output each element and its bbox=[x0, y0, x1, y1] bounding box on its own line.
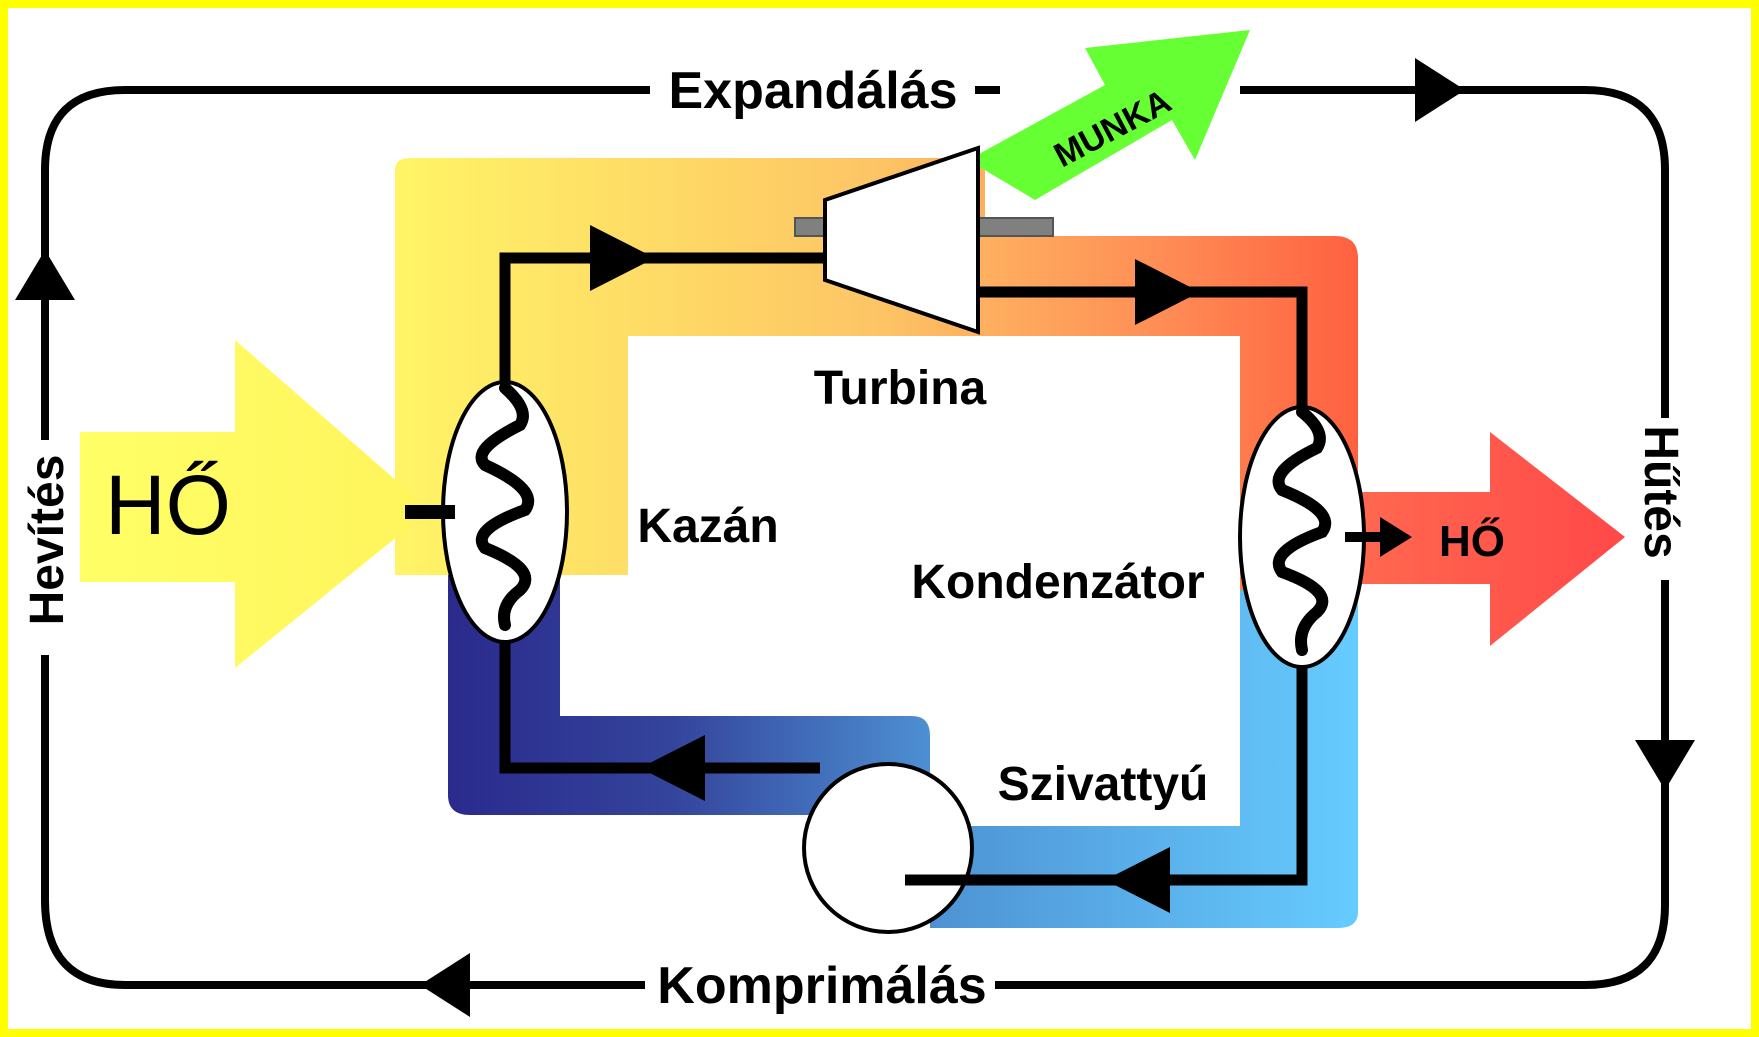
outer-loop-bottom-right bbox=[995, 580, 1669, 989]
boiler-label: Kazán bbox=[637, 500, 778, 553]
cold-working-fluid-band bbox=[448, 575, 1358, 928]
line-pump-to-boiler bbox=[499, 640, 820, 774]
heat-input-arrow bbox=[80, 340, 430, 668]
arrow-compression-left bbox=[420, 953, 470, 1017]
outer-loop-top-right bbox=[1240, 86, 1669, 418]
turbine-icon bbox=[823, 145, 980, 335]
heating-label: Hevítés bbox=[21, 455, 74, 626]
arrow-heating-up bbox=[15, 250, 75, 300]
outer-loop-top-left bbox=[41, 86, 650, 440]
arrow-to-condenser bbox=[1135, 259, 1200, 325]
line-turbine-to-condenser bbox=[975, 286, 1308, 410]
boiler-coil bbox=[475, 382, 535, 631]
heat-input-label: HŐ bbox=[105, 458, 231, 552]
arrow-to-pump bbox=[1105, 847, 1170, 913]
line-condenser-to-pump bbox=[905, 660, 1308, 886]
turbine-label: Turbina bbox=[814, 362, 987, 415]
outer-loop-bottom-left bbox=[41, 655, 645, 989]
line-boiler-to-turbine bbox=[499, 252, 825, 390]
arrow-cooling-down bbox=[1635, 740, 1695, 790]
heat-output-label: HŐ bbox=[1439, 516, 1505, 566]
arrow-to-turbine bbox=[590, 225, 655, 291]
heat-output-arrow bbox=[1340, 432, 1625, 646]
hot-working-fluid-band bbox=[395, 158, 1358, 640]
arrow-expansion-right bbox=[1415, 58, 1465, 122]
condenser-output-arrowhead bbox=[1380, 517, 1412, 557]
compression-label: Komprimálás bbox=[657, 957, 986, 1015]
condenser-coil bbox=[1272, 406, 1332, 656]
arrow-to-boiler bbox=[640, 735, 705, 801]
cooling-label: Hűtés bbox=[1634, 425, 1687, 558]
expansion-label: Expandálás bbox=[668, 62, 957, 120]
condenser-label: Kondenzátor bbox=[911, 556, 1204, 609]
pump-icon bbox=[802, 762, 974, 934]
pump-label: Szivattyú bbox=[998, 758, 1209, 811]
work-arrow bbox=[968, 30, 1250, 200]
